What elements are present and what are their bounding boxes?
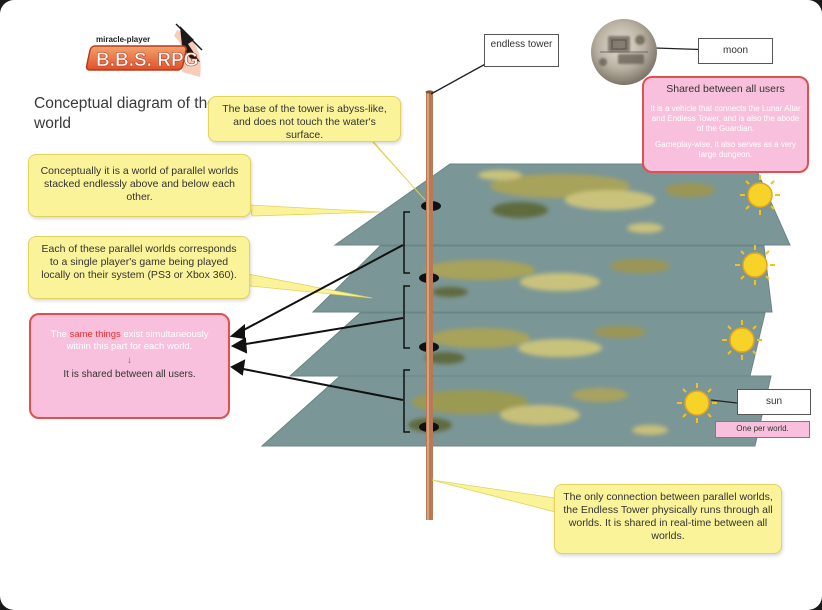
moon-info-heading: Shared between all users: [666, 83, 785, 95]
sun-icons: [677, 175, 780, 423]
moon-icon: [591, 19, 657, 85]
label-one-per-world: One per world.: [715, 421, 810, 438]
world-plane-3: [288, 312, 766, 377]
label-moon: moon: [698, 38, 773, 64]
callout-tower-connection: The only connection between parallel wor…: [554, 484, 782, 554]
logo-small-text: miracle-player: [96, 35, 150, 44]
down-arrow-icon: ↓: [127, 355, 132, 366]
moon-info-box: Shared between all users It is a vehicle…: [642, 76, 809, 173]
endless-tower: [425, 90, 434, 520]
world-brackets: [403, 211, 410, 433]
sun-icon: [677, 383, 717, 423]
logo-main-text: B.B.S. RPG: [96, 50, 198, 71]
sun-icon: [740, 175, 780, 215]
callout-parallel-worlds: Conceptually it is a world of parallel w…: [28, 154, 251, 217]
shared-all-users-text: It is shared between all users.: [63, 369, 196, 380]
bbs-rpg-logo: miracle-player B.B.S. RPG: [82, 22, 212, 92]
label-endless-tower: endless tower: [484, 34, 559, 67]
sun-icon: [735, 245, 775, 285]
moon-info-line1: It is a vehicle that connects the Lunar …: [650, 104, 801, 133]
label-sun: sun: [737, 389, 811, 415]
callout-single-player: Each of these parallel worlds correspond…: [28, 236, 250, 299]
sun-icon: [722, 320, 762, 360]
pointer-arrows: [229, 244, 404, 401]
callout-tower-base: The base of the tower is abyss-like, and…: [208, 96, 401, 142]
same-things-text: The same things exist simultaneously wit…: [50, 329, 209, 352]
callout-tails: [247, 127, 556, 513]
callout-same-things: The same things exist simultaneously wit…: [29, 313, 230, 419]
world-plane-1: [333, 163, 791, 246]
page-title: Conceptual diagram of the world: [34, 95, 216, 132]
world-plane-4: [260, 375, 772, 447]
moon-info-line2: Gameplay-wise, it also serves as a very …: [655, 140, 796, 159]
